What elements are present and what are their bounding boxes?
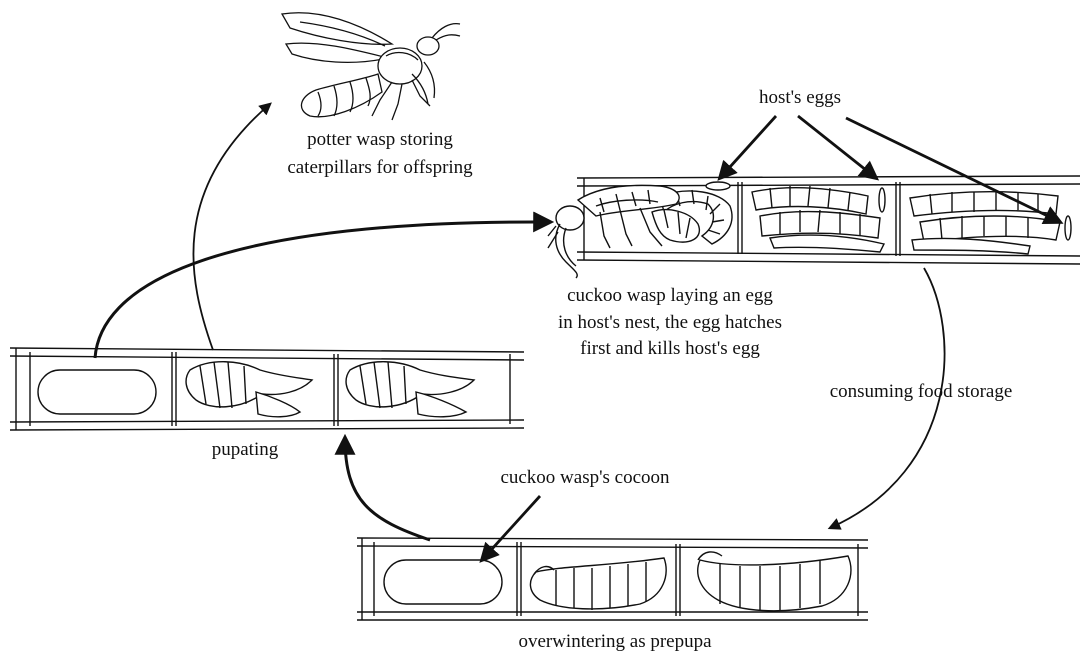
- cuckoo-laying-label-line3: first and kills host's egg: [520, 337, 820, 361]
- arrow-pupating-to-cuckoo: [95, 222, 550, 358]
- host-nest-tube: [548, 176, 1080, 278]
- hosts-eggs-label: host's eggs: [710, 86, 890, 110]
- overwintering-label: overwintering as prepupa: [480, 630, 750, 654]
- cocoon-label: cuckoo wasp's cocoon: [460, 466, 710, 490]
- cuckoo-laying-label-line1: cuckoo wasp laying an egg: [520, 284, 820, 308]
- pupating-tube: [10, 348, 524, 430]
- arrow-hosts-egg-1: [720, 116, 776, 178]
- potter-wasp-illustration: [282, 13, 460, 120]
- arrow-cocoon: [482, 496, 540, 560]
- arrow-pupating-to-potter: [193, 104, 270, 350]
- potter-wasp-label-line2: caterpillars for offspring: [240, 156, 520, 180]
- arrow-hosts-egg-2: [798, 116, 876, 178]
- cuckoo-laying-label-line2: in host's nest, the egg hatches: [520, 311, 820, 335]
- potter-wasp-label-line1: potter wasp storing: [260, 128, 500, 152]
- arrow-overwinter-to-pupating: [345, 438, 430, 540]
- consuming-label: consuming food storage: [796, 380, 1046, 404]
- overwintering-tube: [357, 538, 868, 620]
- pupating-label: pupating: [190, 438, 300, 462]
